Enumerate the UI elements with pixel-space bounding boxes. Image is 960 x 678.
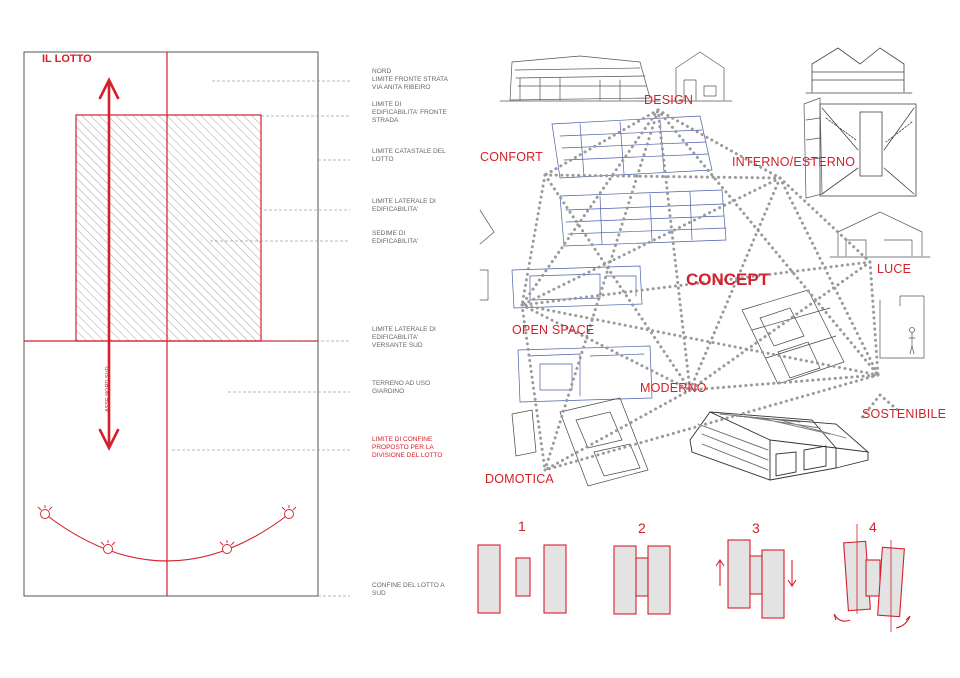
sun-path-arc xyxy=(44,513,290,562)
keyword-sostenibile: SOSTENIBILE xyxy=(862,407,947,421)
sketch-plan-top xyxy=(819,103,917,197)
step-3-volumes xyxy=(715,539,797,619)
sketch-figure-right xyxy=(879,295,925,359)
sketch-section xyxy=(805,47,913,94)
volume-diagrams xyxy=(477,524,911,632)
lot-annotation-line: LIMITE CATASTALE DEL xyxy=(372,148,446,155)
step-number-3: 3 xyxy=(752,520,760,536)
lot-annotation-line: LIMITE LATERALE DI xyxy=(372,326,436,333)
step-4-volumes xyxy=(833,524,911,632)
keyword-open-space: OPEN SPACE xyxy=(512,323,595,337)
keyword-domotica: DOMOTICA xyxy=(485,472,554,486)
keyword-confort: CONFORT xyxy=(480,150,543,164)
lot-annotation-line: DIVISIONE DEL LOTTO xyxy=(372,452,443,459)
lot-annotation-line: EDIFICABILITA' xyxy=(372,334,419,341)
keyword-luce: LUCE xyxy=(877,262,912,276)
axis-label: ASSE NORD SUD xyxy=(105,366,111,412)
lot-annotation-line: LIMITE DI xyxy=(372,101,402,108)
sketch-side-strips xyxy=(479,97,823,301)
buildable-area xyxy=(75,114,262,342)
leader-lines xyxy=(172,80,350,597)
north-south-axis-arrow xyxy=(98,77,120,451)
lot-plan xyxy=(23,51,350,597)
lot-annotation-line: EDIFICABILITA' xyxy=(372,206,419,213)
concept-network xyxy=(520,108,902,472)
sketch-axonometric xyxy=(689,411,870,481)
lot-annotation-line: LIMITE LATERALE DI xyxy=(372,198,436,205)
sun-icon xyxy=(219,540,235,554)
sun-icon xyxy=(37,505,53,519)
lot-annotation-line: VERSANTE SUD xyxy=(372,342,423,349)
sketch-blue-plans xyxy=(511,115,727,403)
sketch-house-small xyxy=(667,51,733,102)
step-number-4: 4 xyxy=(869,519,877,535)
step-number-1: 1 xyxy=(518,518,526,534)
lot-boundary xyxy=(23,51,319,597)
lot-annotation-line: LOTTO xyxy=(372,156,394,163)
keyword-moderno: MODERNO xyxy=(640,381,707,395)
lot-annotation-line: NORD xyxy=(372,68,392,75)
lot-annotation-line: EDIFICABILITA' xyxy=(372,238,419,245)
lot-annotation-line: GIARDINO xyxy=(372,388,405,395)
lot-title: IL LOTTO xyxy=(42,53,92,65)
step-2-volumes xyxy=(613,545,671,615)
lot-annotation-line: PROPOSTO PER LA xyxy=(372,444,434,451)
lot-annotation-line: LIMITE FRONTE STRATA xyxy=(372,76,448,83)
step-number-2: 2 xyxy=(638,520,646,536)
lot-annotation-line: TERRENO AD USO xyxy=(372,380,431,387)
concept-title: CONCEPT xyxy=(686,270,770,289)
lot-annotation-line: STRADA xyxy=(372,117,399,124)
lot-annotation-line: EDIFICABILITA' FRONTE xyxy=(372,109,447,116)
lot-annotation-line: CONFINE DEL LOTTO A xyxy=(372,582,445,589)
keyword-interno-esterno: INTERNO/ESTERNO xyxy=(732,155,856,169)
sketch-plan-center xyxy=(741,289,845,385)
step-1-volumes xyxy=(477,544,567,614)
lot-annotation-line: SUD xyxy=(372,590,386,597)
lot-annotation-line: VIA ANITA RIBEIRO xyxy=(372,84,431,91)
sketch-plan-bottom xyxy=(511,397,649,487)
sun-icon xyxy=(281,505,297,519)
sketch-elevation xyxy=(499,55,661,102)
sun-icon xyxy=(100,540,116,554)
lot-annotation-line: LIMITE DI CONFINE xyxy=(372,436,433,443)
lot-annotation-line: SEDIME DI xyxy=(372,230,406,237)
keyword-design: DESIGN xyxy=(644,93,694,107)
concept-sketches xyxy=(479,47,931,487)
sketch-house-section xyxy=(829,211,931,258)
